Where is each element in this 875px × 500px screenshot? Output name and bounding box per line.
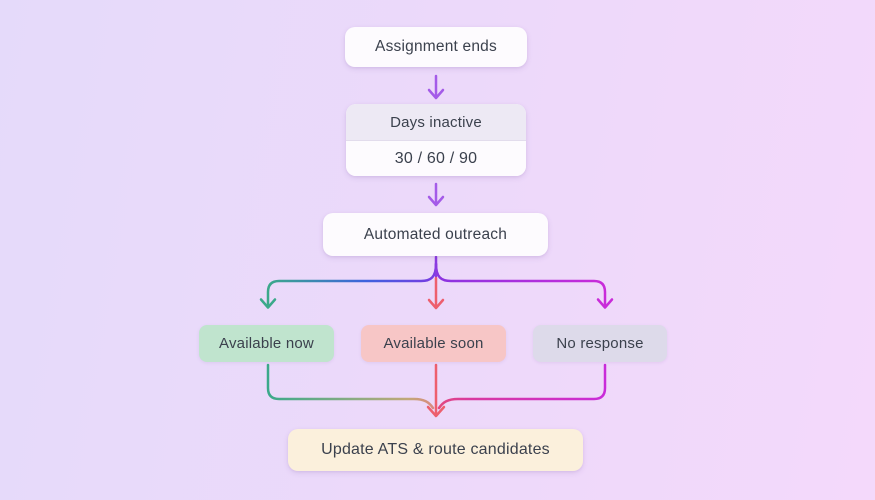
arrow-days-to-outreach xyxy=(427,182,445,207)
node-days-inactive-body: 30 / 60 / 90 xyxy=(346,141,526,176)
node-available-now-label: Available now xyxy=(219,335,314,352)
arrow-assignment-to-days xyxy=(427,74,445,100)
node-available-now: Available now xyxy=(199,325,334,362)
node-assignment-ends: Assignment ends xyxy=(345,27,527,67)
branch-left-connector xyxy=(259,262,438,309)
node-update-ats: Update ATS & route candidates xyxy=(288,429,583,471)
branch-right-connector xyxy=(434,262,614,309)
merge-left-connector xyxy=(266,363,435,410)
node-days-inactive-title: Days inactive xyxy=(390,113,482,131)
node-available-soon: Available soon xyxy=(361,325,506,362)
node-days-inactive: Days inactive 30 / 60 / 90 xyxy=(346,104,526,176)
node-assignment-ends-label: Assignment ends xyxy=(375,38,497,55)
node-no-response-label: No response xyxy=(556,335,644,352)
node-days-inactive-header: Days inactive xyxy=(346,104,526,141)
merge-right-connector xyxy=(437,363,607,410)
node-days-inactive-value: 30 / 60 / 90 xyxy=(394,149,478,167)
merge-center-connector xyxy=(426,363,446,418)
node-update-ats-label: Update ATS & route candidates xyxy=(321,441,550,458)
node-automated-outreach: Automated outreach xyxy=(323,213,548,256)
branch-center-connector xyxy=(427,276,445,310)
node-available-soon-label: Available soon xyxy=(383,335,484,352)
node-automated-outreach-label: Automated outreach xyxy=(363,225,508,243)
node-no-response: No response xyxy=(533,325,667,362)
